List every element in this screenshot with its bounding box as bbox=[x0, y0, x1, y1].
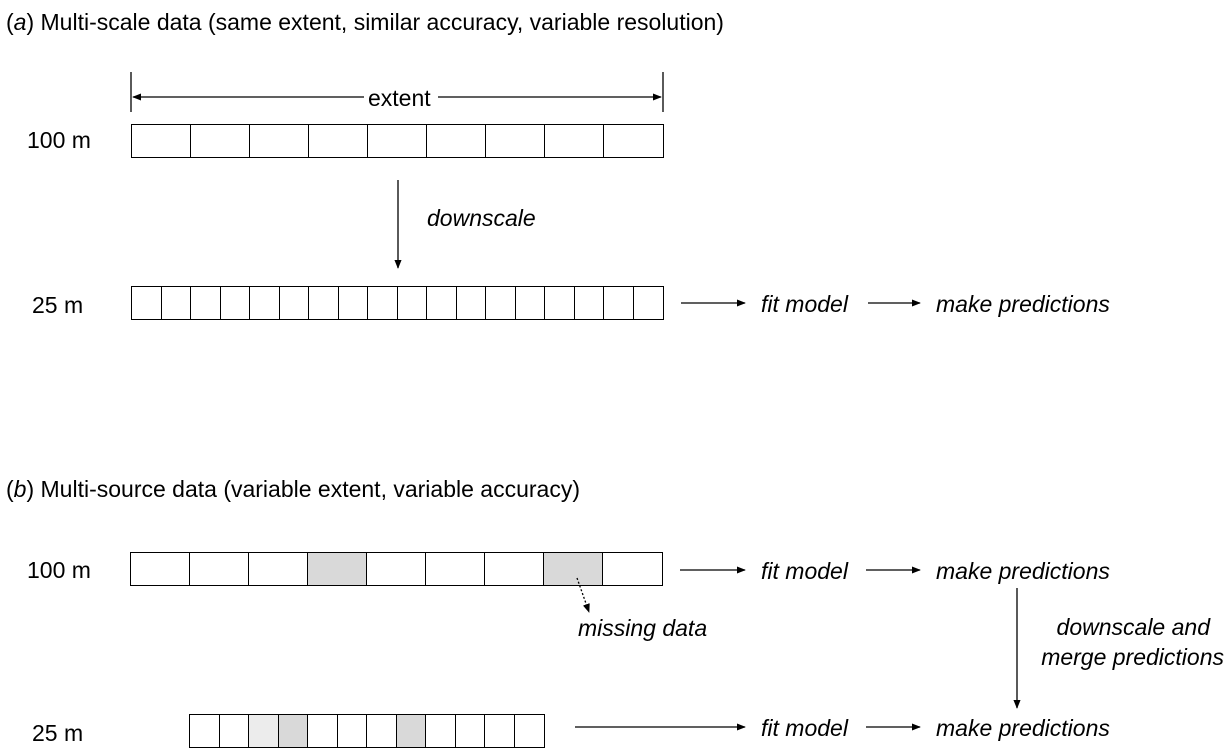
grid-cell bbox=[397, 287, 427, 319]
grid-cell bbox=[308, 715, 338, 747]
grid-cell bbox=[426, 715, 456, 747]
panel-a-letter: a bbox=[13, 9, 27, 35]
grid-25m-b bbox=[189, 714, 545, 748]
grid-cell bbox=[161, 287, 191, 319]
downscale-merge-label-line2: merge predictions bbox=[1041, 644, 1224, 670]
grid-cell bbox=[131, 553, 190, 585]
grid-cell bbox=[250, 125, 309, 157]
make-predictions-label-b1: make predictions bbox=[936, 558, 1110, 584]
grid-cell bbox=[633, 287, 663, 319]
grid-cell bbox=[132, 125, 191, 157]
grid-cell bbox=[190, 553, 249, 585]
grid-cell bbox=[368, 287, 398, 319]
downscale-label: downscale bbox=[427, 205, 536, 231]
grid-cell bbox=[367, 715, 397, 747]
grid-100m-a bbox=[131, 124, 664, 158]
grid-cell bbox=[190, 715, 220, 747]
grid-cell bbox=[486, 125, 545, 157]
grid-cell-missing bbox=[544, 553, 603, 585]
make-predictions-label-a: make predictions bbox=[936, 291, 1110, 317]
grid-cell-missing bbox=[308, 553, 367, 585]
grid-cell bbox=[367, 553, 426, 585]
grid-cell bbox=[279, 287, 309, 319]
downscale-merge-label-line1: downscale and bbox=[1056, 614, 1210, 640]
grid-cell bbox=[309, 287, 339, 319]
row-25m-label-b: 25 m bbox=[32, 720, 84, 746]
fit-model-label-b1: fit model bbox=[761, 558, 848, 584]
grid-cell bbox=[603, 553, 662, 585]
grid-25m-a bbox=[131, 286, 664, 320]
grid-cell bbox=[249, 553, 308, 585]
grid-cell bbox=[338, 287, 368, 319]
grid-cell bbox=[455, 715, 485, 747]
grid-cell bbox=[219, 715, 249, 747]
panel-b-letter: b bbox=[13, 476, 27, 502]
grid-cell bbox=[545, 287, 575, 319]
grid-cell bbox=[427, 125, 486, 157]
grid-cell bbox=[514, 715, 544, 747]
grid-cell bbox=[220, 287, 250, 319]
extent-label: extent bbox=[366, 85, 433, 111]
missing-data-label: missing data bbox=[578, 615, 708, 641]
grid-cell bbox=[191, 287, 221, 319]
grid-cell bbox=[191, 125, 250, 157]
fit-model-label-a: fit model bbox=[761, 291, 848, 317]
grid-cell bbox=[337, 715, 367, 747]
grid-cell-missing bbox=[249, 715, 279, 747]
grid-cell bbox=[486, 287, 516, 319]
row-100m-label-a: 100 m bbox=[27, 127, 91, 153]
grid-cell bbox=[309, 125, 368, 157]
grid-cell bbox=[368, 125, 427, 157]
grid-cell bbox=[132, 287, 162, 319]
grid-cell-missing bbox=[278, 715, 308, 747]
grid-cell bbox=[485, 715, 515, 747]
fit-model-label-b2: fit model bbox=[761, 715, 848, 741]
grid-cell bbox=[250, 287, 280, 319]
grid-100m-b bbox=[130, 552, 663, 586]
grid-cell bbox=[426, 553, 485, 585]
make-predictions-label-b2: make predictions bbox=[936, 715, 1110, 741]
grid-cell bbox=[604, 125, 663, 157]
grid-cell bbox=[485, 553, 544, 585]
grid-cell-missing bbox=[396, 715, 426, 747]
grid-cell bbox=[574, 287, 604, 319]
missing-data-arrow bbox=[576, 577, 590, 613]
grid-cell bbox=[427, 287, 457, 319]
panel-a-title: (a) Multi-scale data (same extent, simil… bbox=[6, 9, 724, 35]
grid-cell bbox=[515, 287, 545, 319]
row-25m-label-a: 25 m bbox=[32, 292, 84, 318]
panel-b-title: (b) Multi-source data (variable extent, … bbox=[6, 476, 580, 502]
grid-cell bbox=[545, 125, 604, 157]
grid-cell bbox=[456, 287, 486, 319]
row-100m-label-b: 100 m bbox=[27, 557, 91, 583]
grid-cell bbox=[604, 287, 634, 319]
